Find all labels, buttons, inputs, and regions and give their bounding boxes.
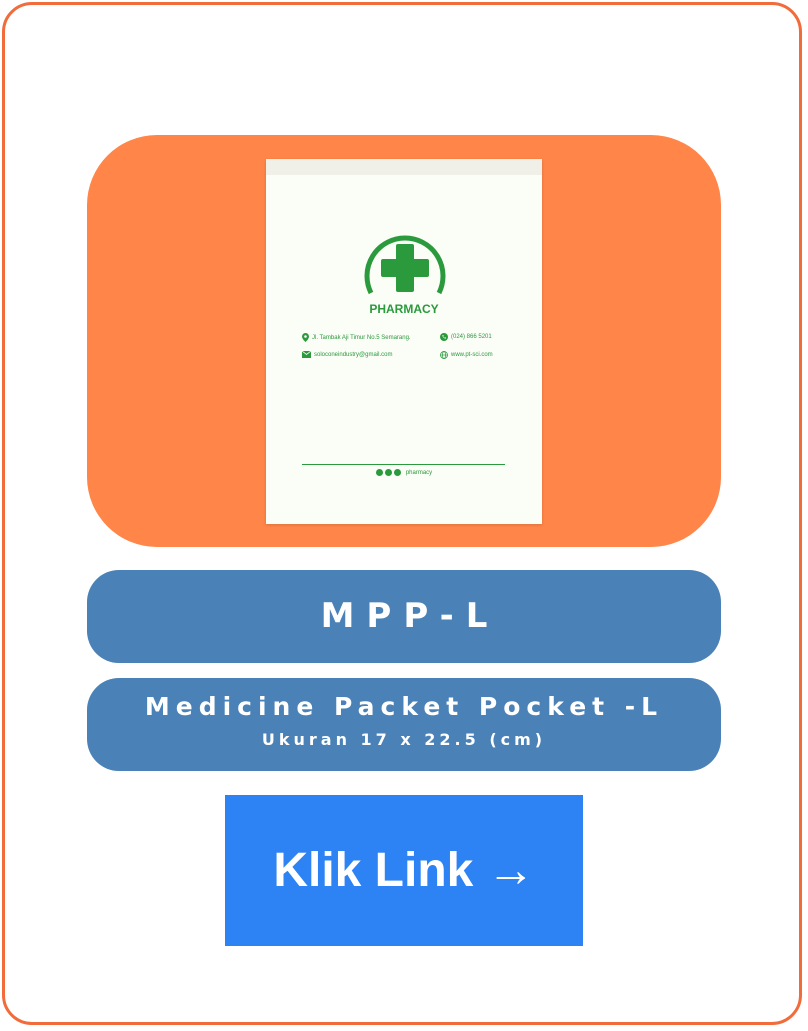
packet-email: soloconeindustry@gmail.com: [302, 351, 392, 358]
product-code: MPP-L: [320, 596, 500, 636]
packet-mockup: PHARMACY Jl. Tambak Aji Timur No.5 Semar…: [266, 159, 542, 524]
packet-social-handle: pharmacy: [405, 469, 433, 476]
packet-social-row: pharmacy: [266, 469, 542, 476]
globe-icon: [440, 351, 448, 359]
klik-link-button[interactable]: Klik Link →: [225, 795, 583, 946]
packet-divider: [302, 464, 505, 465]
pharmacy-brand-name: PHARMACY: [369, 302, 439, 316]
packet-phone: (024) 866 5201: [440, 333, 492, 341]
packet-phone-text: (024) 866 5201: [451, 334, 492, 340]
facebook-icon: [375, 469, 383, 476]
product-description-banner: Medicine Packet Pocket -L Ukuran 17 x 22…: [87, 678, 721, 771]
packet-seal-strip: [266, 159, 542, 175]
product-size: Ukuran 17 x 22.5 (cm): [261, 730, 547, 749]
twitter-icon: [384, 469, 392, 476]
packet-address-text: Jl. Tambak Aji Timur No.5 Semarang.: [312, 334, 411, 341]
location-pin-icon: [302, 333, 309, 342]
packet-email-text: soloconeindustry@gmail.com: [314, 351, 393, 358]
email-icon: [302, 351, 311, 358]
product-code-banner: MPP-L: [87, 570, 721, 663]
packet-address: Jl. Tambak Aji Timur No.5 Semarang.: [302, 333, 411, 342]
pharmacy-cross-icon: [364, 235, 446, 295]
packet-website: www.pt-sci.com: [440, 351, 493, 359]
product-name: Medicine Packet Pocket -L: [144, 692, 664, 721]
instagram-icon: [393, 469, 401, 476]
phone-icon: [440, 333, 448, 341]
packet-website-text: www.pt-sci.com: [451, 352, 493, 358]
